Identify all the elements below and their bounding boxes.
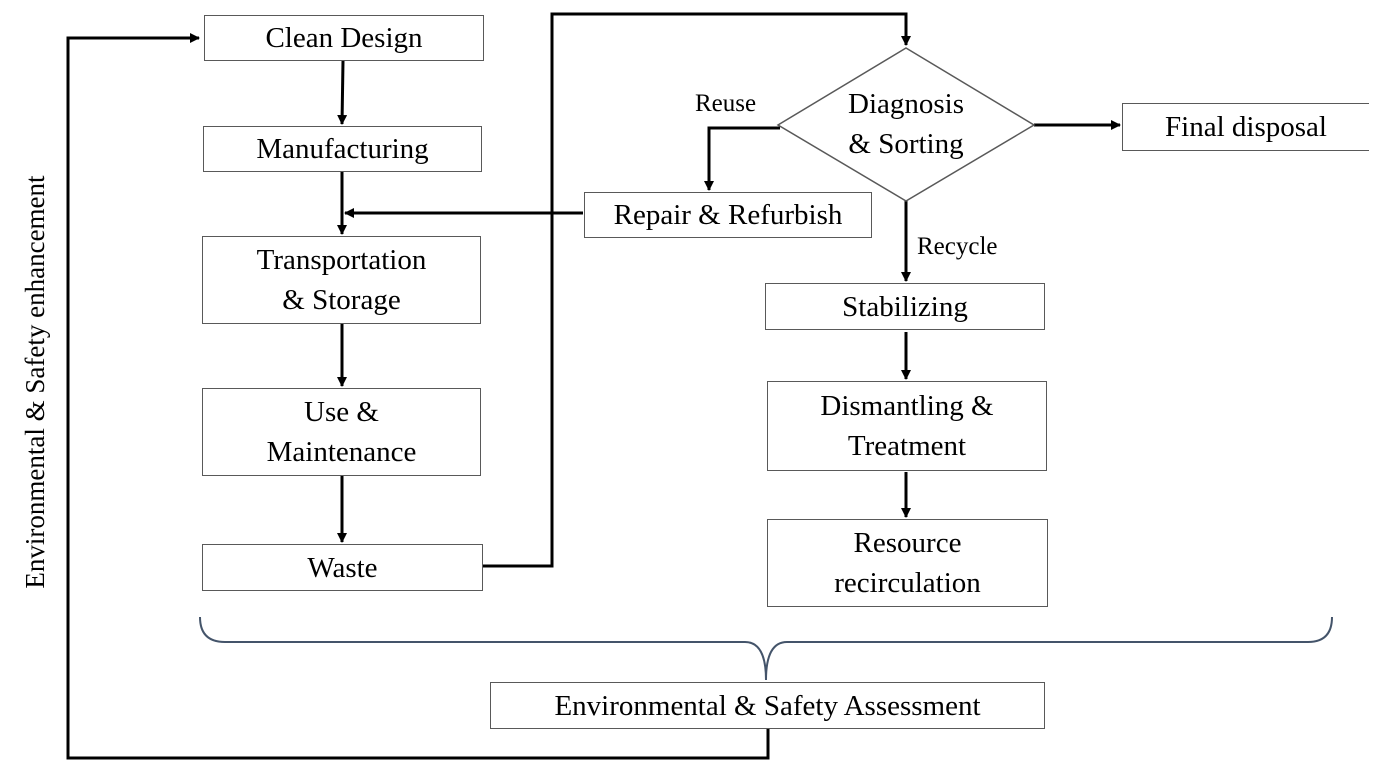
recycle-label: Recycle — [917, 233, 998, 260]
assessment-box: Environmental & Safety Assessment — [490, 682, 1045, 729]
waste-box: Waste — [202, 544, 483, 591]
arrow-reuse-to-repair — [704, 126, 780, 191]
diagnosis-sorting-label: Diagnosis & Sorting — [848, 88, 964, 160]
dismantling-treatment-box: Dismantling & Treatment — [767, 381, 1047, 471]
repair-refurbish-box: Repair & Refurbish — [584, 192, 872, 238]
stabilizing-box: Stabilizing — [765, 283, 1045, 330]
use-maintenance-box: Use & Maintenance — [202, 388, 481, 476]
diagnosis-diamond — [776, 47, 1036, 202]
resource-recirculation-box: Resource recirculation — [767, 519, 1048, 607]
manufacturing-box: Manufacturing — [203, 126, 482, 172]
assessment-brace — [199, 616, 1333, 681]
enhancement-side-label: Environmental & Safety enhancement — [20, 175, 50, 589]
arrow-clean-design-to-manufacturing — [337, 60, 348, 125]
reuse-label: Reuse — [695, 90, 757, 117]
clean-design-box: Clean Design — [204, 15, 484, 61]
arrow-waste-to-diagnosis — [483, 12, 911, 568]
transportation-storage-box: Transportation & Storage — [202, 236, 481, 324]
final-disposal-box: Final disposal — [1122, 103, 1369, 151]
arrow-assessment-feedback-to-clean-design — [66, 33, 770, 760]
